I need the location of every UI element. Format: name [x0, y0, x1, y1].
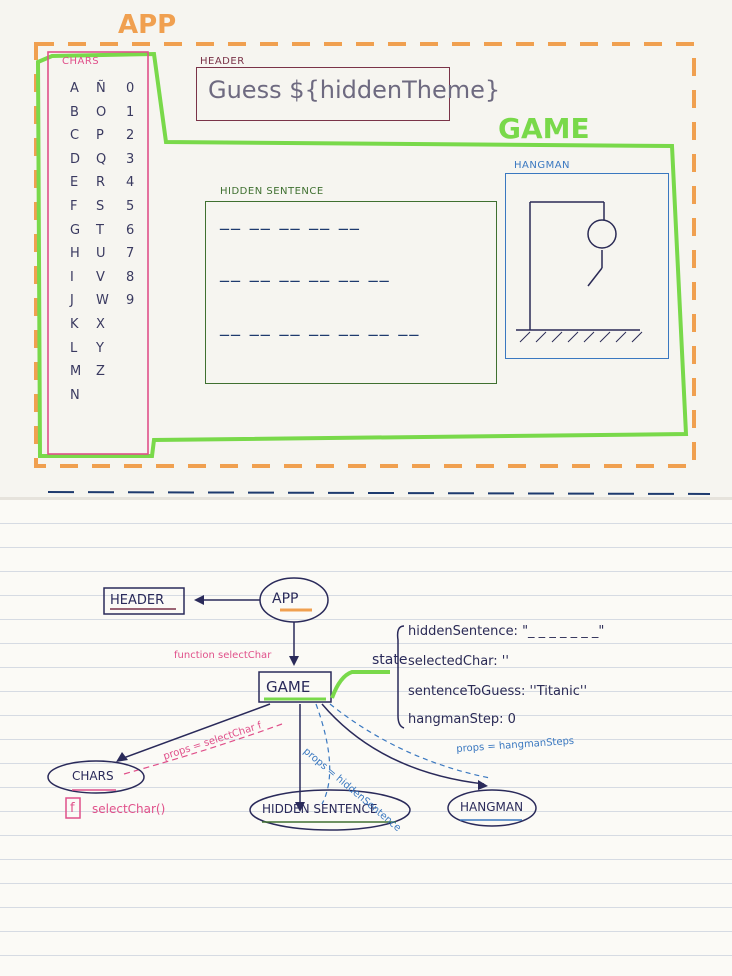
chars-box — [47, 51, 149, 455]
char-key[interactable]: 6 — [126, 222, 135, 238]
hangman-box — [505, 173, 669, 359]
chars-column-letters: A B C D E F G H I J K L M N — [70, 77, 81, 407]
header-box — [196, 67, 450, 121]
char-key[interactable]: 9 — [126, 293, 135, 309]
hidden-sentence-row: __ __ __ __ __ __ __ — [220, 316, 421, 337]
state-hidden-sentence: hiddenSentence: "_ _ _ _ _ _ _" — [408, 624, 605, 639]
char-key[interactable]: U — [96, 246, 106, 262]
chars-node: CHARS — [72, 769, 114, 783]
state-selected-char: selectedChar: '' — [408, 654, 509, 669]
game-to-chars-edge — [117, 703, 271, 761]
char-key[interactable]: P — [96, 128, 104, 144]
char-key[interactable]: Ñ — [96, 81, 106, 96]
game-border — [35, 51, 689, 458]
char-key[interactable]: S — [96, 198, 105, 214]
app-node: APP — [272, 591, 299, 607]
char-key[interactable]: L — [70, 340, 78, 356]
game-to-state-link — [330, 670, 390, 699]
char-key[interactable]: F — [70, 198, 78, 214]
char-key[interactable]: I — [70, 269, 74, 285]
char-key[interactable]: V — [96, 269, 105, 285]
wireframe-sheet — [0, 0, 732, 500]
game-label: GAME — [498, 112, 590, 145]
arrowhead — [194, 595, 204, 605]
hidden-sentence-row: __ __ __ __ __ __ — [220, 262, 391, 283]
char-key[interactable]: O — [96, 104, 107, 120]
char-key[interactable]: J — [70, 293, 74, 309]
hidden-props-dashed — [315, 703, 331, 805]
char-key[interactable]: R — [96, 175, 106, 191]
char-key[interactable]: 3 — [126, 151, 135, 167]
char-key[interactable]: 1 — [126, 104, 135, 120]
char-key[interactable]: W — [96, 293, 109, 309]
char-key[interactable]: N — [70, 387, 80, 403]
arrowhead — [289, 656, 299, 666]
char-key[interactable]: G — [70, 222, 81, 238]
header-text: Guess ${hiddenTheme} — [208, 76, 501, 104]
char-key[interactable]: X — [96, 316, 105, 332]
char-key[interactable]: H — [70, 246, 80, 262]
header-label: HEADER — [200, 56, 245, 67]
floor-hatching — [519, 331, 643, 343]
header-node-outline — [103, 587, 185, 615]
hidden-sentence-box — [205, 201, 497, 384]
char-key[interactable]: 7 — [126, 246, 135, 262]
paper-fold — [0, 497, 732, 500]
f-badge-box — [65, 797, 81, 819]
chars-label: CHARS — [62, 56, 100, 67]
hangman-label: HANGMAN — [514, 160, 571, 171]
chars-node-outline — [47, 760, 145, 794]
state-bracket — [396, 625, 405, 729]
app-label: APP — [118, 10, 177, 40]
char-key[interactable]: Z — [96, 364, 105, 380]
arrowhead — [295, 802, 305, 812]
hangman-leg — [587, 267, 603, 287]
hangman-node-outline — [447, 789, 537, 827]
chars-column-letters-2: Ñ O P Q R S T U V W X Y Z — [96, 77, 109, 384]
state-sentence-to-guess: sentenceToGuess: ''Titanic'' — [408, 684, 588, 699]
f-badge: f — [70, 801, 75, 816]
hidden-node-outline — [249, 789, 411, 831]
char-key[interactable]: 5 — [126, 198, 135, 214]
game-node-outline — [258, 671, 332, 703]
header-node: HEADER — [110, 593, 165, 608]
char-key[interactable]: Q — [96, 151, 107, 167]
char-key[interactable]: C — [70, 128, 80, 144]
game-to-hangman-edge — [321, 703, 485, 785]
char-key[interactable]: T — [96, 222, 104, 238]
hidden-sentence-label: HIDDEN SENTENCE — [220, 186, 324, 197]
char-key[interactable]: 4 — [126, 175, 135, 191]
hidden-sentence-node: HIDDEN SENTENCE — [262, 802, 378, 816]
arrowhead — [478, 780, 488, 790]
chars-to-game-callback — [123, 723, 283, 775]
char-key[interactable]: Y — [96, 340, 104, 356]
select-char-function: selectChar() — [92, 802, 166, 816]
hangman-head — [587, 219, 617, 249]
state-hangman-step: hangmanStep: 0 — [408, 712, 516, 727]
function-label: function selectChar — [174, 650, 272, 661]
arrowhead — [116, 752, 128, 762]
char-key[interactable]: B — [70, 104, 79, 120]
app-border — [34, 42, 696, 468]
state-label: state — [372, 652, 408, 668]
section-separator — [47, 491, 711, 495]
char-key[interactable]: A — [70, 81, 79, 96]
char-key[interactable]: M — [70, 364, 82, 380]
char-key[interactable]: D — [70, 151, 81, 167]
char-key[interactable]: 8 — [126, 269, 135, 285]
hangman-node: HANGMAN — [460, 800, 524, 814]
char-key[interactable]: 2 — [126, 128, 135, 144]
char-key[interactable]: E — [70, 175, 79, 191]
char-key[interactable]: 0 — [126, 81, 135, 96]
game-node: GAME — [266, 678, 311, 696]
hangman-props-dashed — [329, 703, 491, 779]
hidden-sentence-row: __ __ __ __ __ — [220, 210, 361, 231]
char-key[interactable]: K — [70, 316, 79, 332]
chars-column-digits: 0 1 2 3 4 5 6 7 8 9 — [126, 77, 134, 313]
